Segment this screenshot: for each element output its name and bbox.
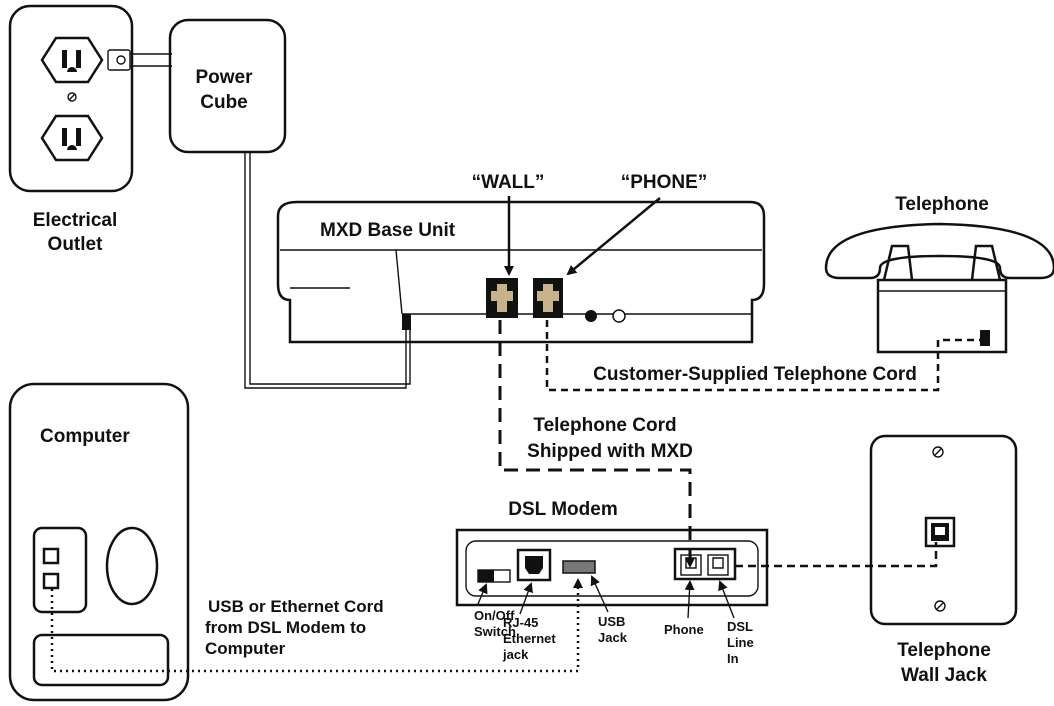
- usb-jack: [562, 560, 596, 574]
- dsl-modem: [455, 528, 769, 607]
- wall-jack-screw-icon: [934, 600, 946, 612]
- electrical-outlet-label-2: Outlet: [48, 234, 104, 255]
- rj45-arrow: [519, 582, 533, 615]
- dsl-line-label-1: DSL: [727, 619, 753, 634]
- shipped-cord-label-2: Shipped with MXD: [527, 441, 693, 462]
- onoff-label-1: On/Off: [474, 608, 515, 623]
- onoff-label-2: Switch: [474, 624, 516, 639]
- power-cord: [244, 152, 411, 389]
- wall-jack-label-2: Wall Jack: [901, 665, 987, 686]
- dsl-line-label-2: Line: [727, 635, 754, 650]
- shipped-cord-label-1: Telephone Cord: [533, 415, 676, 436]
- modem-phone-port: [673, 547, 737, 581]
- power-jack-icon: [402, 314, 411, 330]
- modem-phone-arrow: [684, 580, 695, 619]
- outlet-receptacle-bottom: [40, 114, 104, 162]
- electrical-outlet-label-1: Electrical: [33, 210, 118, 231]
- dsl-line-cord: [735, 542, 938, 568]
- computer-label: Computer: [40, 426, 130, 447]
- onoff-switch: [477, 569, 511, 583]
- wall-jack-screw-icon: [932, 446, 944, 458]
- power-plug: [107, 49, 172, 71]
- customer-supplied-cord: [545, 320, 982, 392]
- power-cube: [168, 18, 287, 154]
- phone-port-arrow: [566, 197, 661, 276]
- power-cube-label-2: Cube: [200, 92, 248, 113]
- rj45-label-2: Ethernet: [503, 631, 556, 646]
- rj45-label-1: RJ-45: [503, 615, 538, 630]
- dsl-line-label-3: In: [727, 651, 739, 666]
- usb-jack-label-1: USB: [598, 614, 625, 629]
- computer-port-icon: [42, 572, 60, 590]
- outlet-screw-icon: [67, 92, 77, 102]
- usb-jack-label-2: Jack: [598, 630, 628, 645]
- onoff-arrow: [477, 583, 488, 605]
- power-cube-label-1: Power: [195, 67, 253, 88]
- customer-cord-label: Customer-Supplied Telephone Cord: [593, 364, 917, 385]
- telephone-wall-jack: [869, 434, 1018, 626]
- indicator-led-off-icon: [612, 309, 626, 323]
- wall-port: [486, 278, 518, 318]
- indicator-led-icon: [585, 310, 597, 322]
- mxd-base-unit-label: MXD Base Unit: [320, 220, 456, 241]
- electrical-outlet: [8, 4, 134, 193]
- rj45-jack: [516, 548, 552, 582]
- telephone-icon: [824, 222, 1054, 354]
- usb-ethernet-label-2: from DSL Modem to: [205, 618, 366, 637]
- computer-port-icon: [42, 547, 60, 565]
- phone-port: [533, 278, 563, 318]
- dsl-line-arrow: [718, 580, 735, 619]
- usb-arrow: [590, 575, 609, 613]
- shipped-telephone-cord: [498, 320, 695, 568]
- outlet-receptacle-top: [40, 36, 104, 84]
- wall-port-label: “WALL”: [472, 172, 545, 193]
- telephone-label: Telephone: [895, 194, 989, 215]
- usb-ethernet-label-3: Computer: [205, 639, 286, 658]
- mxd-base-unit: [276, 200, 766, 344]
- modem-phone-label: Phone: [664, 622, 704, 637]
- wall-jack-label-1: Telephone: [897, 640, 991, 661]
- usb-ethernet-label-1: USB or Ethernet Cord: [208, 597, 384, 616]
- computer: [8, 382, 190, 702]
- rj45-label-3: jack: [502, 647, 529, 662]
- phone-port-label: “PHONE”: [621, 172, 708, 193]
- dsl-modem-label: DSL Modem: [508, 499, 617, 520]
